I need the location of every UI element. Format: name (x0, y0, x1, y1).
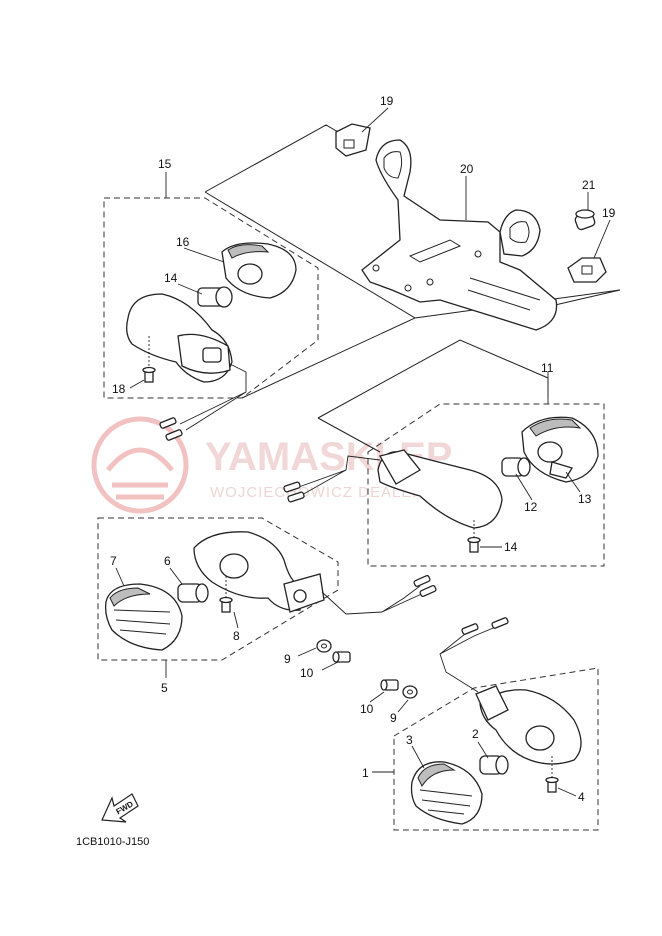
leader-12 (515, 473, 533, 501)
bulb-12 (501, 457, 531, 477)
label-19-right: 19 (602, 206, 616, 220)
leader-9-mid (297, 647, 317, 657)
screw-8 (219, 576, 239, 629)
label-8: 8 (233, 629, 240, 643)
leader-7 (115, 567, 125, 587)
leader-3 (411, 745, 425, 769)
bulb-2 (479, 755, 509, 775)
leader-10-mid (321, 661, 339, 671)
group-11-box (367, 403, 605, 567)
label-7: 7 (110, 554, 117, 568)
housing-5 (193, 531, 437, 615)
group-15-box (103, 197, 319, 399)
screw-4 (545, 756, 577, 797)
leader-2 (477, 741, 489, 759)
leader-10-low (369, 691, 385, 703)
leader-6 (169, 567, 183, 585)
label-2: 2 (472, 727, 479, 741)
leader-16 (177, 283, 203, 295)
screw-14 (467, 520, 502, 553)
label-14: 14 (504, 540, 518, 554)
label-11: 11 (541, 361, 554, 375)
label-9-low: 9 (390, 711, 397, 725)
leader-9-low (397, 699, 409, 713)
lens-17 (221, 242, 297, 299)
label-3: 3 (406, 733, 413, 747)
label-18: 18 (112, 382, 126, 396)
leader-17 (183, 247, 225, 263)
clip-19-top (335, 123, 371, 157)
lens-13 (521, 416, 599, 483)
label-12: 12 (524, 500, 538, 514)
label-16: 14 (164, 271, 178, 285)
clip-19-right (567, 257, 607, 283)
leader-13 (565, 471, 581, 493)
bracket-20 (361, 139, 558, 331)
leader-19-right (593, 219, 611, 259)
lens-7 (104, 583, 183, 651)
housing-15 (126, 293, 247, 441)
washer-9-mid (316, 639, 332, 653)
diagram-code: 1CB1010-J150 (76, 836, 149, 848)
label-20: 20 (460, 162, 474, 176)
leader-19-top (361, 107, 389, 133)
screw-18 (142, 336, 156, 383)
group-1-box (393, 667, 599, 831)
label-6: 6 (164, 554, 171, 568)
bolt-10-mid (332, 651, 351, 663)
label-1: 1 (362, 766, 369, 780)
lens-3 (410, 761, 483, 825)
label-19-top: 19 (380, 94, 394, 108)
label-13: 13 (578, 492, 592, 506)
bulb-6 (177, 583, 209, 603)
grommet-21 (574, 209, 596, 231)
label-5: 5 (161, 681, 168, 695)
housing-1 (439, 617, 582, 765)
watermark-logo (91, 416, 189, 514)
label-17: 16 (176, 235, 190, 249)
bulb-16 (197, 286, 233, 308)
housing-11 (283, 449, 503, 529)
fwd-arrow-icon (101, 793, 139, 823)
bolt-10-low (380, 679, 399, 691)
label-10-mid: 10 (300, 666, 314, 680)
label-9-mid: 9 (284, 652, 291, 666)
group-5-box (97, 517, 339, 661)
label-4: 4 (578, 790, 585, 804)
leader-18 (129, 379, 145, 389)
washer-9-low (402, 685, 418, 699)
label-15: 15 (158, 157, 172, 171)
label-10-low: 10 (360, 702, 374, 716)
label-21: 21 (582, 178, 596, 192)
